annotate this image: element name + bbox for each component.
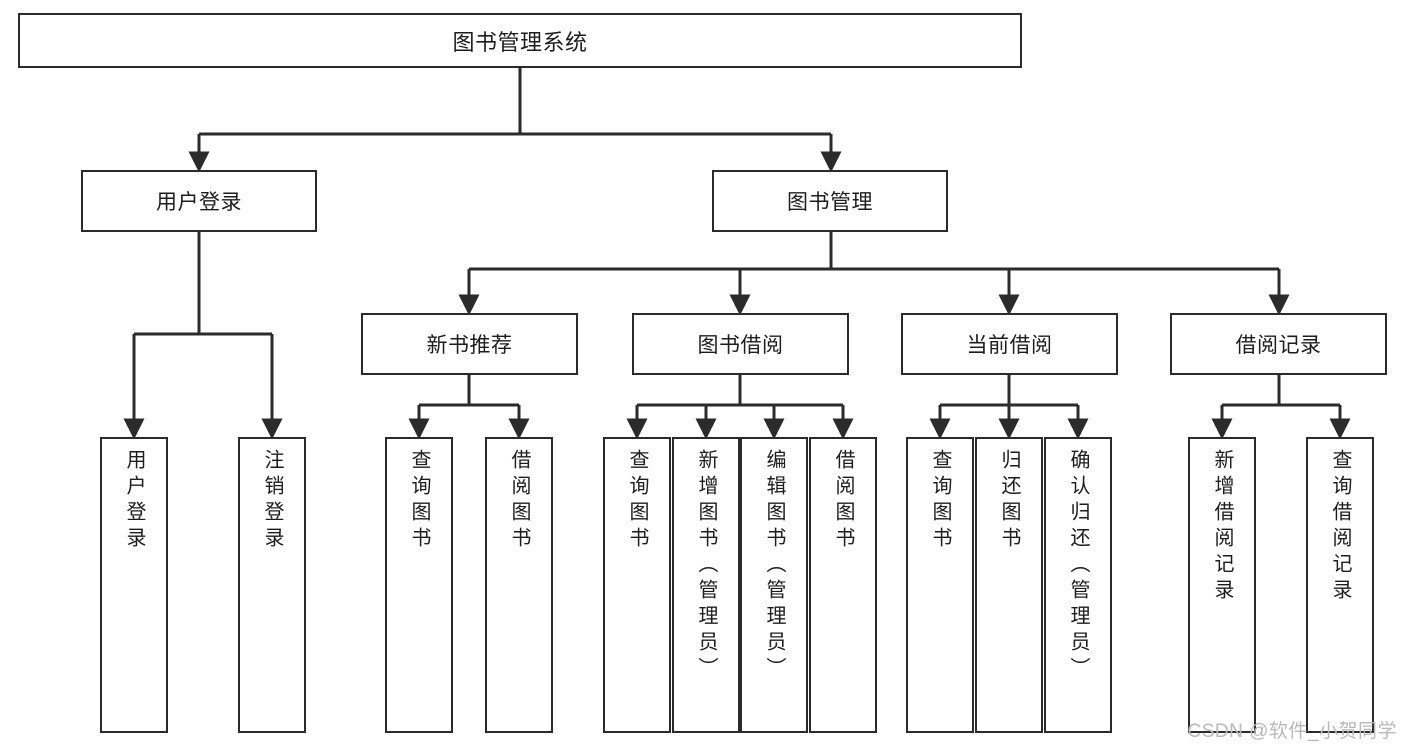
node-current-borrow-label: 当前借阅 [966, 334, 1053, 357]
node-leaf-query-record[interactable]: 查询借阅记录 [1306, 437, 1374, 733]
node-leaf-add-book-label: 新增图书（管理员） [695, 449, 717, 683]
node-new-book-recommend-label: 新书推荐 [426, 334, 513, 357]
node-book-borrow[interactable]: 图书借阅 [632, 313, 849, 375]
node-user-login-label: 用户登录 [156, 191, 242, 214]
node-book-manage[interactable]: 图书管理 [712, 170, 948, 232]
node-leaf-confirm-return-label: 确认归还（管理员） [1067, 449, 1089, 683]
node-leaf-return-book[interactable]: 归还图书 [975, 437, 1043, 733]
node-leaf-borrow-book-2-label: 借阅图书 [832, 449, 854, 553]
node-leaf-query-book-3-label: 查询图书 [929, 449, 951, 553]
node-borrow-record-label: 借阅记录 [1235, 334, 1322, 357]
node-leaf-query-book-2[interactable]: 查询图书 [603, 437, 671, 733]
node-leaf-user-logout[interactable]: 注销登录 [238, 437, 306, 733]
watermark: CSDN @软件_小贺同学 [1187, 721, 1397, 742]
node-leaf-add-record[interactable]: 新增借阅记录 [1188, 437, 1256, 733]
node-leaf-query-record-label: 查询借阅记录 [1329, 449, 1351, 605]
node-leaf-query-book-1-label: 查询图书 [408, 449, 430, 553]
node-leaf-query-book-3[interactable]: 查询图书 [906, 437, 974, 733]
node-book-borrow-label: 图书借阅 [697, 334, 784, 357]
node-user-login[interactable]: 用户登录 [81, 170, 317, 232]
node-leaf-confirm-return[interactable]: 确认归还（管理员） [1044, 437, 1112, 733]
node-leaf-query-book-1[interactable]: 查询图书 [385, 437, 453, 733]
node-leaf-add-book[interactable]: 新增图书（管理员） [672, 437, 740, 733]
node-leaf-user-login-label: 用户登录 [123, 449, 145, 553]
node-leaf-return-book-label: 归还图书 [998, 449, 1020, 553]
node-leaf-borrow-book-1[interactable]: 借阅图书 [485, 437, 553, 733]
node-leaf-edit-book-label: 编辑图书（管理员） [763, 449, 785, 683]
node-leaf-query-book-2-label: 查询图书 [626, 449, 648, 553]
node-root-book-management-system[interactable]: 图书管理系统 [18, 13, 1022, 68]
node-root-label: 图书管理系统 [452, 29, 588, 55]
node-leaf-borrow-book-1-label: 借阅图书 [508, 449, 530, 553]
node-leaf-user-login[interactable]: 用户登录 [100, 437, 168, 733]
node-leaf-add-record-label: 新增借阅记录 [1211, 449, 1233, 605]
node-leaf-user-logout-label: 注销登录 [261, 449, 283, 553]
node-current-borrow[interactable]: 当前借阅 [901, 313, 1118, 375]
node-borrow-record[interactable]: 借阅记录 [1170, 313, 1387, 375]
node-new-book-recommend[interactable]: 新书推荐 [361, 313, 578, 375]
node-leaf-edit-book[interactable]: 编辑图书（管理员） [740, 437, 808, 733]
node-book-manage-label: 图书管理 [787, 191, 873, 214]
node-leaf-borrow-book-2[interactable]: 借阅图书 [809, 437, 877, 733]
